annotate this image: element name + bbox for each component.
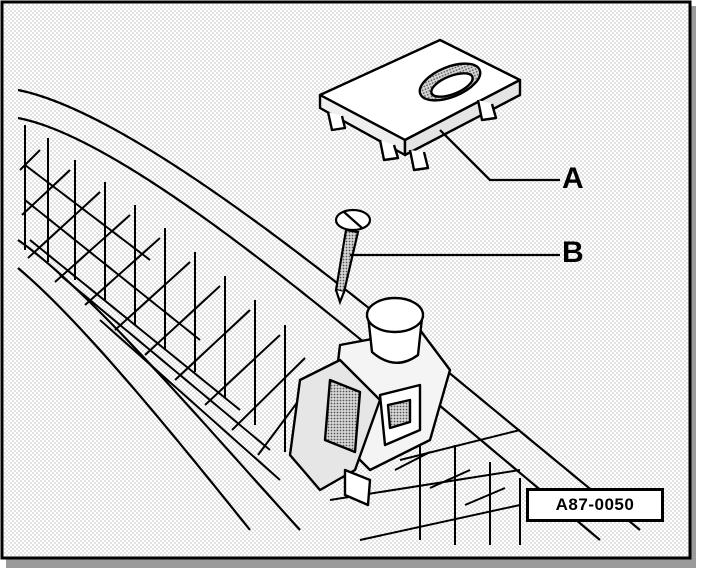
- cover-cap: [318, 38, 522, 172]
- leader-line-a: [439, 129, 560, 182]
- leader-lines: [350, 129, 560, 257]
- switch-housing: [288, 296, 452, 507]
- figure-id-badge: A87-0050: [526, 488, 664, 522]
- grille: [17, 88, 641, 545]
- callout-b: B: [562, 236, 584, 269]
- callout-a: A: [562, 162, 584, 195]
- screw: [334, 208, 372, 306]
